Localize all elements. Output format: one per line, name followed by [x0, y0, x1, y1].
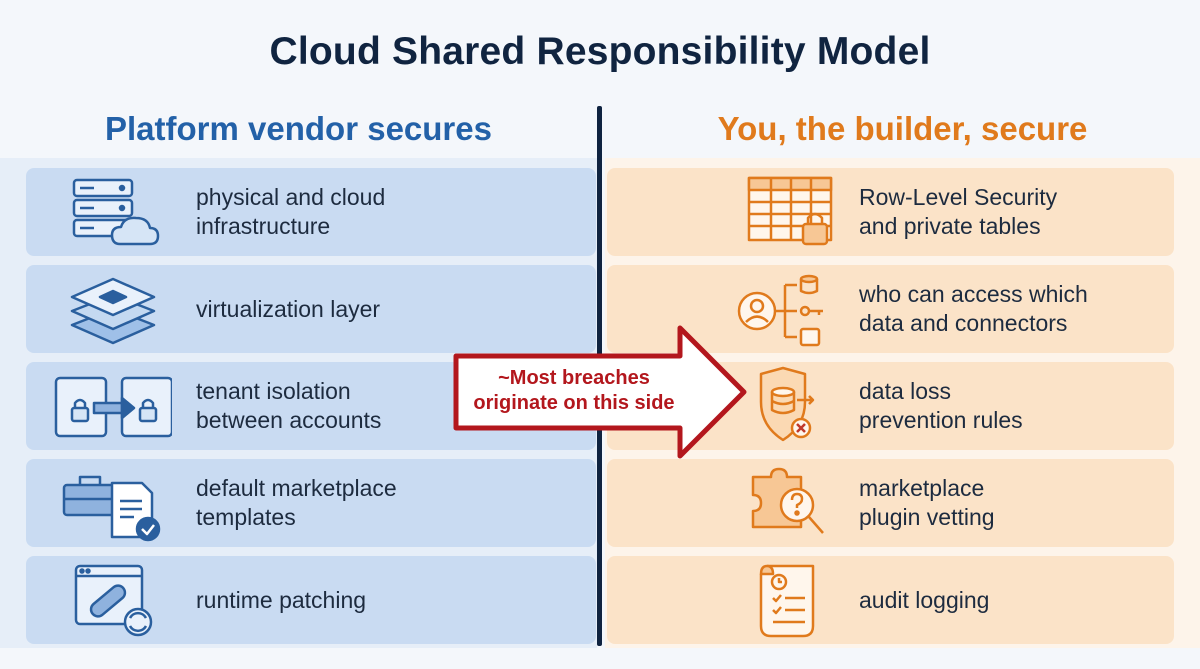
builder-item-label: Row-Level Security and private tables: [859, 184, 1058, 239]
builder-item-row-level-security: Row-Level Security and private tables: [607, 168, 1174, 256]
callout-arrow-shape: [453, 325, 747, 459]
table-lock-icon: [731, 172, 849, 252]
vendor-item-label: tenant isolation between accounts: [196, 378, 382, 433]
page-title: Cloud Shared Responsibility Model: [269, 30, 931, 73]
vendor-item-label: default marketplace templates: [196, 475, 397, 530]
builder-heading: You, the builder, secure: [717, 110, 1088, 147]
builder-item-label: audit logging: [859, 586, 990, 613]
isolation-locks-icon: [54, 366, 172, 446]
builder-item-access: who can access which data and connectors: [607, 265, 1174, 353]
callout-text: ~Most breaches originate on this side: [473, 367, 675, 414]
builder-item-label: marketplace plugin vetting: [859, 475, 995, 530]
builder-item-audit-logging: audit logging: [607, 556, 1174, 644]
server-cloud-icon: [54, 172, 172, 252]
vendor-item-marketplace-templates: default marketplace templates: [26, 459, 596, 547]
vendor-heading: Platform vendor secures: [105, 110, 492, 147]
user-access-icon: [731, 269, 849, 349]
patch-refresh-icon: [54, 560, 172, 640]
vendor-item-virtualization: virtualization layer: [26, 265, 596, 353]
layers-chip-icon: [54, 269, 172, 349]
puzzle-magnifier-icon: [731, 463, 849, 543]
audit-scroll-icon: [731, 560, 849, 640]
builder-item-plugin-vetting: marketplace plugin vetting: [607, 459, 1174, 547]
shield-database-icon: [731, 366, 849, 446]
breach-callout: ~Most breaches originate on this side: [450, 322, 750, 462]
builder-item-label: who can access which data and connectors: [859, 281, 1088, 336]
vendor-item-label: physical and cloud infrastructure: [196, 184, 386, 239]
vendor-item-runtime-patching: runtime patching: [26, 556, 596, 644]
vendor-item-infrastructure: physical and cloud infrastructure: [26, 168, 596, 256]
vendor-item-label: runtime patching: [196, 586, 367, 613]
builder-item-label: data loss prevention rules: [859, 378, 1023, 433]
toolbox-document-icon: [54, 463, 172, 543]
vendor-item-label: virtualization layer: [196, 295, 381, 322]
